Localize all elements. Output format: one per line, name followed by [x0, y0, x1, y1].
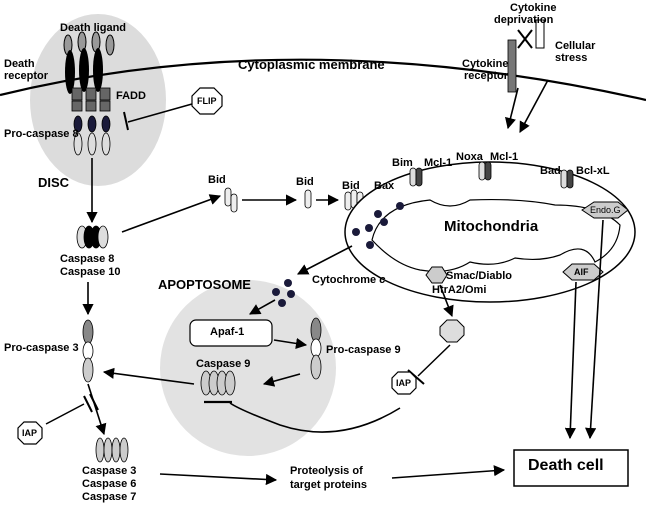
apaf1-box [189, 319, 273, 347]
iap-to-casp9-curve [229, 402, 401, 433]
iap-octagon-left [17, 421, 43, 445]
arrow-endog-to-death [585, 219, 604, 440]
pro-caspase-3-shape [82, 319, 94, 383]
smac-inhibit-iap-line [417, 344, 451, 377]
arrow-stress-to-mito [519, 79, 549, 133]
noxa-mcl1-pair [478, 161, 492, 181]
death-ligand-group [63, 31, 115, 56]
caspase-8-dimer [76, 225, 109, 249]
arrow-casp367-to-proteolysis [159, 473, 278, 486]
smac-octagon-cyto [439, 319, 465, 343]
arrow-cytc-to-apaf1 [249, 299, 276, 315]
disc-region [30, 14, 166, 186]
pro-caspase-8-group [73, 115, 111, 156]
bad-bclxl-pair [560, 169, 574, 189]
iap-left-inhibit-bar-b [89, 393, 99, 411]
cytokine-receptor-bar [507, 39, 517, 93]
arrow-apaf1-to-procasp9 [273, 337, 308, 349]
cytokine-deprivation-bar [535, 19, 545, 49]
arrow-procasp9-to-casp9 [262, 373, 301, 387]
caspase-367-shape [95, 437, 129, 463]
arrow-casp9-to-procasp3 [102, 367, 195, 385]
arrow-cytokine-to-mito [505, 87, 519, 130]
cytochrome-c-dots-mito [352, 202, 404, 249]
arrow-proteolysis-to-death [391, 465, 506, 479]
arrow-procasp3-to-casp367 [87, 383, 107, 436]
arrow-aif-to-death [564, 281, 577, 440]
iap-left-inhibit-line [45, 403, 85, 425]
cytochrome-c-dots-cyto [272, 279, 295, 307]
arrow-smac-out [439, 284, 454, 318]
arrow-cytc-release [297, 245, 353, 275]
flip-inhibit-bar [123, 111, 129, 131]
smac-hexagon [425, 266, 448, 284]
aif-hexagon [562, 263, 604, 281]
flip-inhibit-line [127, 103, 193, 123]
caspase-9-dimer [200, 370, 236, 396]
flip-octagon [191, 87, 223, 115]
iap-left-inhibit-bar-a [83, 395, 93, 413]
cross-icon-b [517, 29, 533, 49]
arrow-casp8-to-bid [121, 194, 222, 233]
apoptosome-region [160, 280, 336, 456]
bim-mcl1-pair [409, 167, 423, 187]
pro-caspase-9-shape [310, 317, 322, 380]
fadd-group [71, 87, 111, 112]
death-receptor-group [65, 48, 103, 94]
iap-octagon-right [391, 371, 417, 395]
death-cell-box [513, 449, 629, 487]
endo-g-hexagon [581, 201, 629, 219]
